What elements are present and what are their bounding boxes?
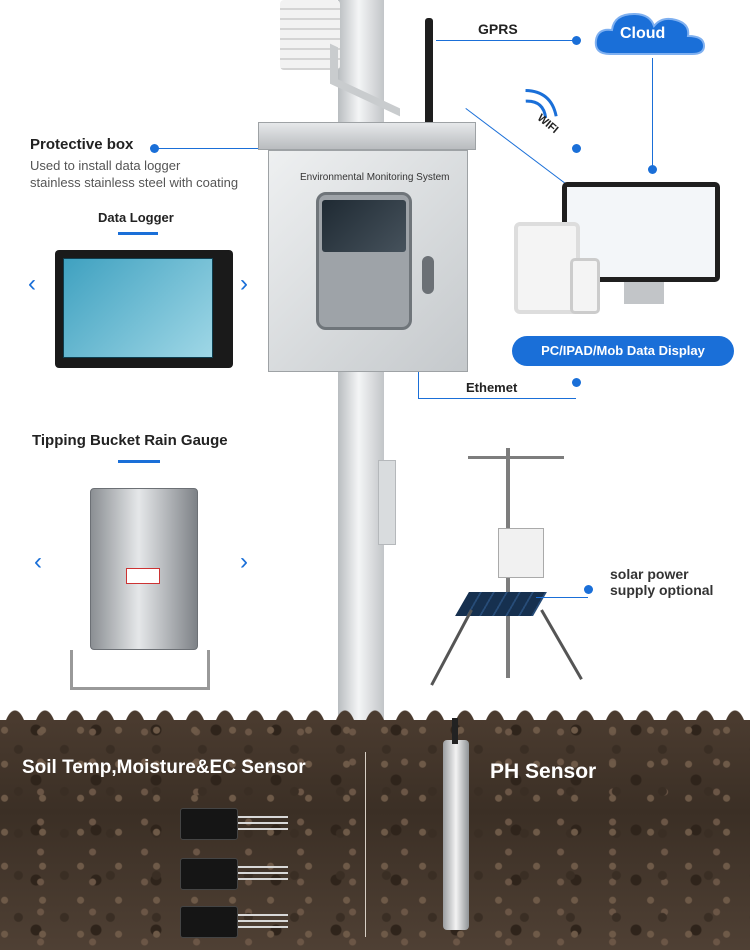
arrow-left-icon: ‹ bbox=[34, 548, 42, 575]
data-logger-title: Data Logger bbox=[98, 210, 174, 225]
ph-sensor-title: PH Sensor bbox=[490, 760, 597, 783]
protective-box-title: Protective box bbox=[30, 136, 134, 153]
cloud-label: Cloud bbox=[620, 25, 666, 42]
box-handle bbox=[422, 256, 434, 294]
arrow-right-icon: › bbox=[240, 270, 248, 297]
rain-gauge-label-plate bbox=[126, 568, 160, 584]
rain-gauge-underline bbox=[118, 460, 160, 463]
soil-sensor-title: Soil Temp,Moisture&EC Sensor bbox=[22, 757, 306, 778]
soil-sensor-probes-1 bbox=[238, 816, 288, 832]
box-header: Environmental Monitoring System bbox=[300, 172, 450, 183]
gprs-line bbox=[436, 40, 576, 41]
ethernet-label: Ethemet bbox=[466, 380, 518, 395]
protective-box-dot bbox=[150, 144, 159, 153]
arrow-right-icon: › bbox=[240, 548, 248, 575]
rain-gauge-legs bbox=[70, 650, 210, 690]
data-logger-underline bbox=[118, 232, 158, 235]
protective-box-desc1: Used to install data logger bbox=[30, 158, 181, 173]
radiation-shield bbox=[280, 0, 340, 70]
soil-sensor-probes-2 bbox=[238, 866, 288, 882]
cloud-line bbox=[652, 58, 653, 168]
box-screen bbox=[322, 200, 406, 252]
rain-gauge-title: Tipping Bucket Rain Gauge bbox=[32, 432, 228, 449]
gprs-label: GPRS bbox=[478, 21, 518, 37]
solar-dot bbox=[584, 585, 593, 594]
solar-line bbox=[536, 597, 588, 598]
soil-sensor-probes-3 bbox=[238, 914, 288, 930]
phone bbox=[570, 258, 600, 314]
protective-box-line bbox=[156, 148, 286, 149]
soil-sensor-1 bbox=[180, 808, 238, 840]
soil bbox=[0, 720, 750, 950]
data-logger-device bbox=[55, 250, 233, 368]
pole-junction-box bbox=[378, 460, 396, 545]
ethernet-dot bbox=[572, 378, 581, 387]
soil-sensor-3 bbox=[180, 906, 238, 938]
ethernet-line-v bbox=[418, 372, 419, 398]
antenna-icon bbox=[425, 18, 433, 128]
box-lid bbox=[258, 122, 476, 150]
station-box bbox=[498, 528, 544, 578]
pc-display-label: PC/IPAD/Mob Data Display bbox=[512, 336, 734, 366]
wifi-icon bbox=[505, 77, 569, 140]
protective-box-desc2: stainless stainless steel with coating bbox=[30, 175, 239, 190]
tripod-right bbox=[540, 609, 583, 681]
data-logger-screen bbox=[63, 258, 213, 358]
wifi-dot bbox=[572, 144, 581, 153]
monitor-stand bbox=[624, 282, 664, 304]
ethernet-line-h bbox=[418, 398, 576, 399]
arrow-left-icon: ‹ bbox=[28, 270, 36, 297]
cloud-dot bbox=[648, 165, 657, 174]
ph-sensor-cable bbox=[452, 718, 458, 744]
gprs-dot bbox=[572, 36, 581, 45]
soil-sensor-2 bbox=[180, 858, 238, 890]
solar-label-1: solar power bbox=[610, 566, 689, 582]
solar-label-2: supply optional bbox=[610, 582, 714, 598]
station-crossarm bbox=[468, 456, 564, 459]
ph-sensor-probe bbox=[443, 740, 469, 930]
tripod-left bbox=[430, 609, 473, 686]
cloud-icon bbox=[592, 8, 708, 58]
soil-divider bbox=[365, 752, 366, 937]
